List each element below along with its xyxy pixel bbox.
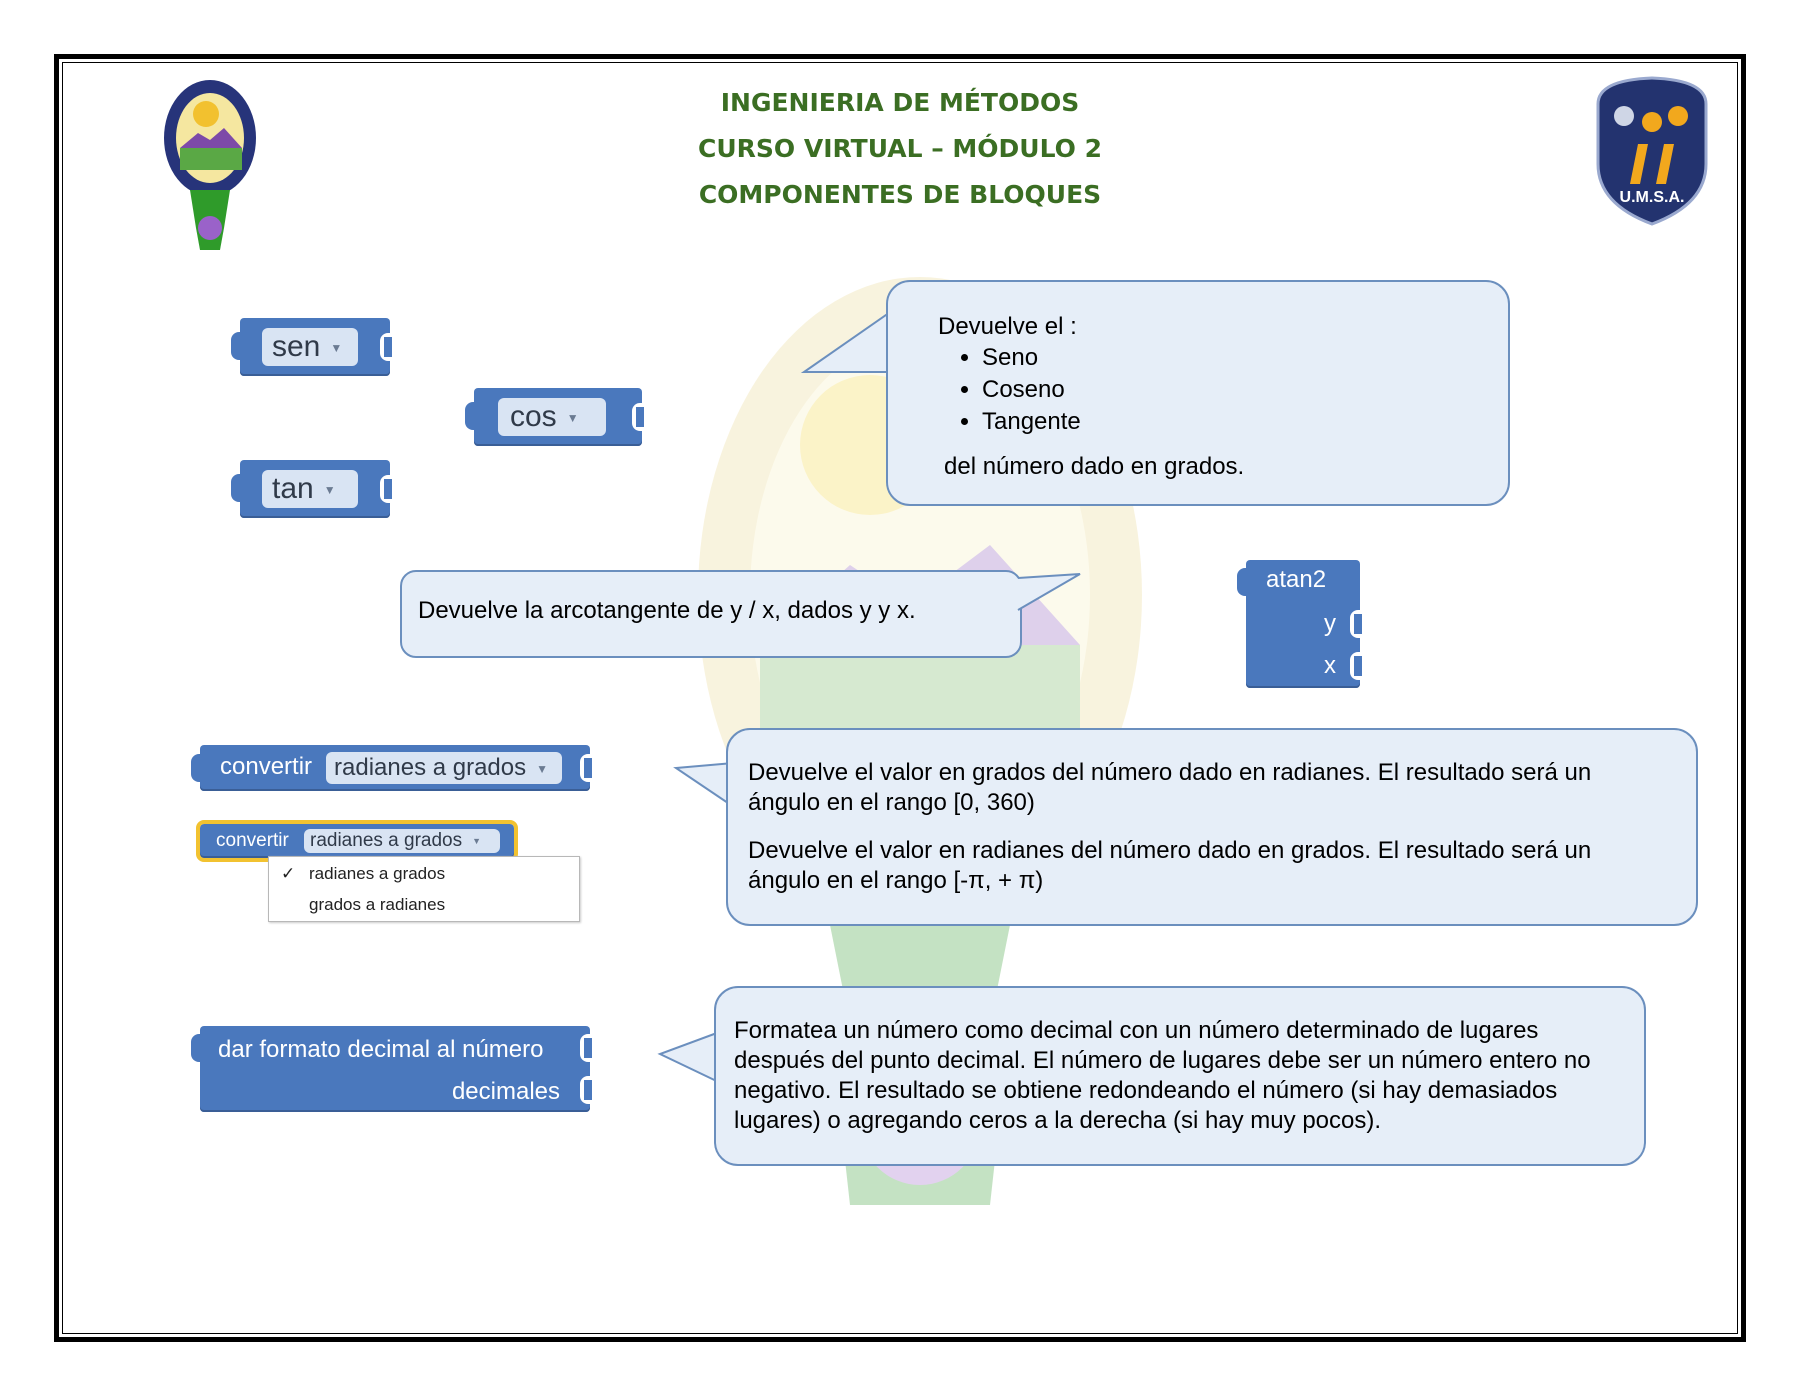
chevron-down-icon: ▼ [330, 341, 343, 356]
convert-block[interactable]: convertir radianes a grados ▼ [191, 745, 592, 791]
document-header: INGENIERIA DE MÉTODOS CURSO VIRTUAL – MÓ… [0, 80, 1800, 218]
format-decimal-block[interactable]: dar formato decimal al número decimales [191, 1026, 592, 1112]
header-title: INGENIERIA DE MÉTODOS [720, 88, 1080, 117]
sen-label: sen [272, 330, 321, 363]
callout-format: Formatea un número como decimal con un n… [714, 986, 1646, 1166]
convert-label: convertir [220, 753, 313, 780]
ingenieria-industrial-logo: U.M.S.A. [1596, 76, 1708, 226]
chevron-down-icon: ▼ [323, 483, 336, 498]
callout-convert-p2: Devuelve el valor en radianes del número… [748, 837, 1592, 894]
tan-block[interactable]: tan ▼ [231, 460, 392, 518]
trig-item-coseno: Coseno [982, 374, 1484, 406]
sen-block[interactable]: sen ▼ [231, 318, 392, 376]
format-line1: dar formato decimal al número [218, 1036, 544, 1063]
callout-atan-text: Devuelve la arcotangente de y / x, dados… [418, 597, 916, 624]
sen-dropdown[interactable]: sen ▼ [262, 328, 358, 366]
cos-label: cos [510, 400, 557, 433]
page-border-inner [62, 62, 1738, 1334]
umsa-seal-logo [164, 80, 256, 250]
atan2-block[interactable]: atan2 y x [1237, 560, 1362, 688]
callout-convert: Devuelve el valor en grados del número d… [726, 728, 1698, 926]
atan2-x-input-label: x [1324, 652, 1336, 679]
chevron-down-icon: ▼ [566, 411, 579, 426]
callout-tail-trig [800, 307, 897, 373]
cos-dropdown[interactable]: cos ▼ [498, 398, 606, 436]
atan2-label: atan2 [1266, 566, 1327, 593]
format-line2: decimales [451, 1078, 560, 1105]
callout-atan: Devuelve la arcotangente de y / x, dados… [400, 570, 1022, 658]
chevron-down-icon: ▼ [472, 836, 482, 846]
page-border-outer [54, 54, 1746, 1342]
convert2-dropdown-value: radianes a grados [310, 830, 463, 852]
trig-item-tangente: Tangente [982, 406, 1484, 438]
callout-convert-p1: Devuelve el valor en grados del número d… [748, 759, 1592, 816]
checkmark-icon: ✓ [281, 864, 296, 883]
convert-dropdown-menu: ✓ radianes a grados grados a radianes [268, 856, 580, 922]
convert2-dropdown[interactable]: radianes a grados ▼ [304, 829, 500, 853]
header-topic: COMPONENTES DE BLOQUES [698, 180, 1102, 209]
tan-label: tan [272, 472, 314, 505]
convert-dropdown[interactable]: radianes a grados ▼ [326, 752, 562, 784]
callout-trig-outro: del número dado en grados. [944, 453, 1245, 480]
trig-item-seno: Seno [982, 342, 1484, 374]
callout-tail-atan [1017, 573, 1081, 611]
logo-initials: U.M.S.A. [1620, 189, 1685, 206]
chevron-down-icon: ▼ [536, 761, 549, 776]
callout-trig-intro: Devuelve el : [938, 313, 1077, 340]
header-course: CURSO VIRTUAL – MÓDULO 2 [698, 134, 1102, 163]
convert-dropdown-value: radianes a grados [334, 754, 527, 781]
convert2-label: convertir [216, 830, 289, 851]
menu-option-radianes-a-grados[interactable]: radianes a grados [309, 864, 446, 883]
atan2-y-input-label: y [1324, 610, 1336, 637]
menu-option-grados-a-radianes[interactable]: grados a radianes [309, 895, 446, 914]
tan-dropdown[interactable]: tan ▼ [262, 470, 358, 508]
cos-block[interactable]: cos ▼ [465, 388, 644, 446]
trig-function-list: Seno Coseno Tangente [912, 342, 1484, 438]
callout-trig: Devuelve el : Seno Coseno Tangente del n… [886, 280, 1510, 506]
convert-block-selected[interactable]: convertir radianes a grados ▼ [196, 820, 518, 862]
callout-format-text: Formatea un número como decimal con un n… [734, 1017, 1591, 1134]
